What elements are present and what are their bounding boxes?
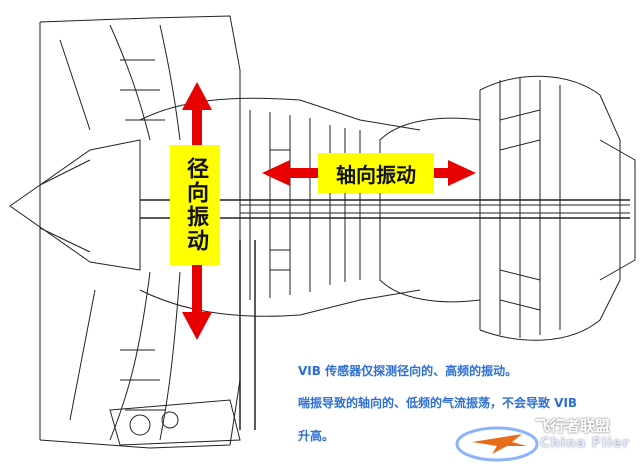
fan-section <box>9 15 421 449</box>
watermark-logo <box>455 426 539 462</box>
axial-vibration-label: 轴向振动 <box>318 153 434 193</box>
plane-icon <box>472 434 527 454</box>
caption-line-3: 升高。 <box>298 429 335 443</box>
caption-line-1: VIB 传感器仅探测径向的、高频的振动。 <box>298 364 518 378</box>
watermark-title: 飞行者联盟 <box>535 417 611 435</box>
caption-line-2: 喘振导致的轴向的、低频的气流振荡，不会导致 VIB <box>298 396 578 410</box>
core-section <box>109 75 636 446</box>
radial-vibration-arrow <box>182 82 212 340</box>
radial-vibration-label: 径向振动 <box>170 145 220 265</box>
axial-vibration-arrow <box>262 160 476 186</box>
watermark-subtitle: China Flier <box>540 436 630 451</box>
